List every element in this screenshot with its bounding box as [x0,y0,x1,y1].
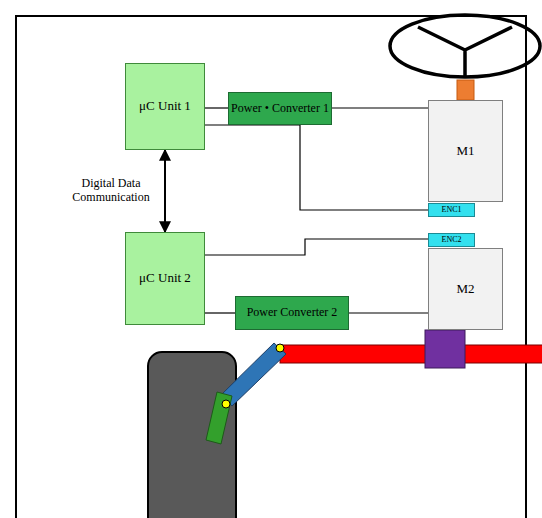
node-label: ENC2 [442,235,462,244]
power-converter-box: Power • Converter 1 [228,92,332,125]
controller-box: μC Unit 2 [125,232,205,325]
node-label: ENC1 [442,205,462,214]
node-label: μC Unit 2 [139,271,191,286]
joint-dot [276,344,284,352]
signal-wire [349,312,428,313]
encoder-box: ENC2 [428,233,475,247]
power-converter-box: Power Converter 2 [235,296,349,330]
encoder-box: ENC1 [428,203,475,217]
steering-wheel [390,15,540,77]
signal-wire [205,239,428,255]
joint-dot [222,400,230,408]
steering-knuckle [206,392,232,444]
signal-wire [332,107,428,108]
steering-rack [280,345,542,363]
frame-border [16,16,526,518]
signal-wire [205,312,235,313]
node-label: Power • Converter 1 [231,102,329,116]
signal-wire [205,125,428,210]
node-label: Power Converter 2 [247,306,338,320]
node-label: M2 [456,282,474,297]
link-label: Digital Data Communication [65,177,157,205]
node-label: μC Unit 1 [139,99,191,114]
data-link-arrow [164,150,166,232]
signal-wire [205,107,228,108]
controller-box: μC Unit 1 [125,63,205,150]
steering-shaft [457,80,474,100]
motor-box: M2 [428,248,503,330]
pinion-block [425,330,465,368]
motor-box: M1 [428,100,503,202]
wheel-spokes [418,27,512,77]
node-label: M1 [456,144,474,159]
tyre [148,352,236,518]
